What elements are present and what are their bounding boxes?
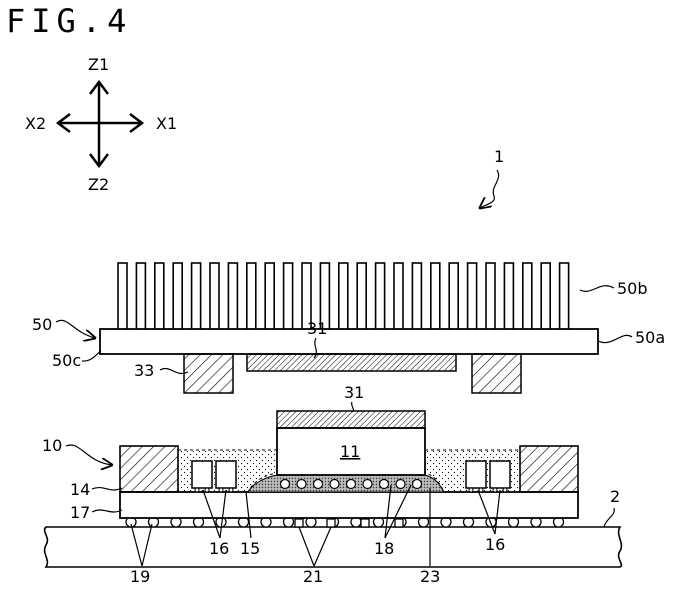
bump [296, 478, 307, 490]
label-base-edge: 50c [52, 351, 81, 370]
leader-stiffener [91, 486, 123, 491]
label-package: 10 [42, 436, 62, 455]
label-assembly: 1 [494, 147, 504, 166]
fin [356, 262, 368, 332]
fin [485, 262, 496, 332]
fin [411, 262, 423, 332]
fin [466, 262, 478, 332]
fin [282, 262, 294, 332]
tim-top [246, 353, 457, 372]
label-bumps: 18 [374, 539, 394, 558]
leader-underfill-area [245, 491, 252, 539]
fin [540, 262, 552, 332]
label-base: 50a [635, 328, 665, 347]
leader-pads [298, 526, 332, 567]
leader-bumps [384, 484, 412, 539]
fin [246, 262, 257, 332]
axis-label-x1: X1 [156, 114, 177, 133]
bump [312, 478, 324, 490]
components [191, 460, 511, 489]
label-tim-chip: 31 [344, 383, 364, 402]
fin [521, 262, 533, 332]
leader-fins [579, 285, 615, 292]
label-component-right: 16 [485, 535, 505, 554]
axis-label-z2: Z2 [88, 175, 109, 194]
axis-cross [55, 79, 145, 169]
fin [227, 262, 239, 332]
leader-tim-top [313, 337, 317, 359]
fin [448, 262, 460, 332]
leader-component-right [477, 489, 501, 535]
leader-package [65, 444, 112, 465]
fin [154, 262, 165, 332]
label-pads: 21 [303, 567, 323, 586]
leader-spacer [159, 368, 189, 374]
label-solder-balls: 19 [130, 567, 150, 586]
tim-chip [276, 410, 426, 429]
leader-heatsink [55, 319, 95, 338]
label-substrate: 17 [70, 503, 90, 522]
label-fins: 50b [617, 279, 648, 298]
fin [374, 262, 386, 332]
leader-assembly [480, 169, 500, 208]
bump [411, 478, 423, 490]
fin [190, 262, 202, 332]
board [43, 526, 623, 568]
label-underfill-area: 15 [240, 539, 260, 558]
leader-board [603, 507, 615, 528]
label-board: 2 [610, 487, 620, 506]
pads [294, 518, 404, 528]
fin [393, 262, 404, 332]
bump [345, 478, 357, 490]
fin [135, 262, 147, 332]
label-underfill: 23 [420, 567, 440, 586]
leader-solder-balls [130, 523, 153, 567]
fin [172, 262, 183, 332]
chip [276, 427, 426, 476]
label-spacer: 33 [134, 361, 154, 380]
fin [337, 262, 349, 332]
bump [279, 478, 291, 490]
spacer-right [471, 353, 522, 394]
component-leads [194, 487, 508, 493]
fin [117, 262, 128, 332]
leader-component-left [202, 489, 227, 539]
stiffener-right [519, 445, 579, 493]
bump [329, 478, 340, 490]
label-tim-top: 31 [307, 319, 327, 338]
spacer-left [183, 353, 234, 394]
bumps [279, 478, 423, 490]
stiffener-left [119, 445, 179, 493]
heatsink-fins [117, 262, 570, 332]
leader-base [597, 334, 633, 344]
leader-tim-chip [350, 401, 354, 413]
axis-label-z1: Z1 [88, 55, 109, 74]
label-chip: 11 [340, 442, 360, 461]
fin [503, 262, 515, 332]
leader-substrate [91, 509, 123, 513]
bump [362, 478, 373, 490]
fin [429, 262, 441, 332]
label-component-left: 16 [209, 539, 229, 558]
figure-title: FIG.4 [6, 2, 133, 40]
heatsink-base [99, 328, 599, 355]
label-stiffener: 14 [70, 480, 90, 499]
axis-label-x2: X2 [25, 114, 46, 133]
bump [378, 478, 390, 490]
leader-base-edge [81, 350, 102, 362]
fin [209, 262, 220, 332]
fin [558, 262, 570, 332]
label-heatsink: 50 [32, 315, 52, 334]
fin [264, 262, 276, 332]
bump [395, 478, 406, 490]
substrate [119, 491, 579, 519]
